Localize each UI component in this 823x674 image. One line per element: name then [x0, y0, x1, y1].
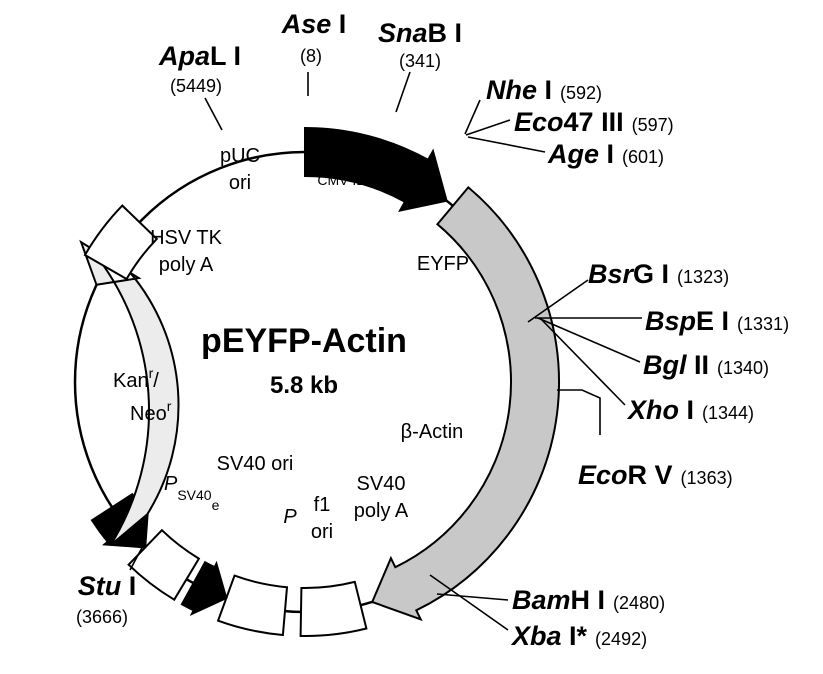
- site-xba: Xba I*(2492): [510, 621, 647, 651]
- p-promoter-arrow: [180, 560, 228, 616]
- sv40-polya-box: [299, 580, 368, 638]
- site-apal-pos: (5449): [170, 76, 222, 96]
- label-f1-line2: ori: [311, 521, 333, 543]
- label-pcmv: PCMV IE: [304, 158, 366, 188]
- hsv-tk-polya-box: [83, 204, 159, 281]
- label-actin: β-Actin: [401, 421, 464, 443]
- plasmid-size: 5.8 kb: [270, 372, 338, 399]
- site-bamh: BamH I(2480): [512, 585, 665, 615]
- site-ecorv: EcoR V(1363): [578, 460, 733, 490]
- pcmv-promoter-arrow: [304, 126, 448, 213]
- site-age: Age I(601): [547, 139, 664, 169]
- label-sv40pa-line1: SV40: [357, 473, 406, 495]
- site-xho: Xho I(1344): [626, 395, 754, 425]
- plasmid-name: pEYFP-Actin: [201, 322, 407, 360]
- leader-stu: [129, 543, 145, 571]
- site-eco47: Eco47 III(597): [514, 107, 674, 137]
- site-apal: ApaL I: [158, 41, 241, 71]
- label-p: P: [283, 506, 297, 528]
- site-bgl: Bgl II(1340): [643, 350, 769, 380]
- leader-bsrg: [527, 279, 589, 323]
- kan-neo-arrow: [79, 239, 180, 547]
- leader-age: [467, 136, 546, 153]
- label-kan-line1: Kanr/: [113, 365, 159, 392]
- label-puc-line1: pUC: [220, 145, 260, 167]
- site-stu: Stu I: [78, 571, 137, 601]
- leader-bgl: [537, 317, 641, 363]
- leader-bamh: [436, 593, 509, 601]
- leader-xho: [539, 317, 626, 406]
- site-snab: SnaB I: [378, 18, 462, 48]
- site-snab-pos: (341): [399, 51, 441, 71]
- label-kan-line2: Neor: [130, 398, 172, 425]
- label-eyfp: EYFP: [417, 253, 469, 275]
- eyfp-actin-arrow: [370, 185, 561, 622]
- leader-xba: [429, 574, 509, 631]
- label-psv40: PSV40e: [164, 473, 220, 513]
- site-stu-pos: (3666): [76, 607, 128, 627]
- leader-apal: [204, 97, 223, 131]
- label-hsv-line2: poly A: [159, 254, 214, 276]
- f1-ori-box: [216, 574, 289, 637]
- site-nhe: Nhe I(592): [486, 75, 602, 105]
- label-sv40-ori: SV40 ori: [217, 453, 294, 475]
- label-puc-line2: ori: [229, 172, 251, 194]
- site-leader-lines: [129, 71, 642, 631]
- site-bsrg: BsrG I(1323): [588, 259, 729, 289]
- site-ase-pos: (8): [300, 46, 322, 66]
- label-hsv-line1: HSV TK: [150, 227, 223, 249]
- label-f1-line1: f1: [314, 494, 331, 516]
- site-bspe: BspE I(1331): [645, 306, 789, 336]
- site-ase: Ase I: [281, 9, 347, 39]
- leader-eco47: [465, 119, 511, 136]
- leader-ecorv: [557, 389, 601, 435]
- label-sv40pa-line2: poly A: [354, 500, 409, 522]
- leader-snab: [395, 71, 411, 113]
- leader-nhe: [464, 99, 481, 135]
